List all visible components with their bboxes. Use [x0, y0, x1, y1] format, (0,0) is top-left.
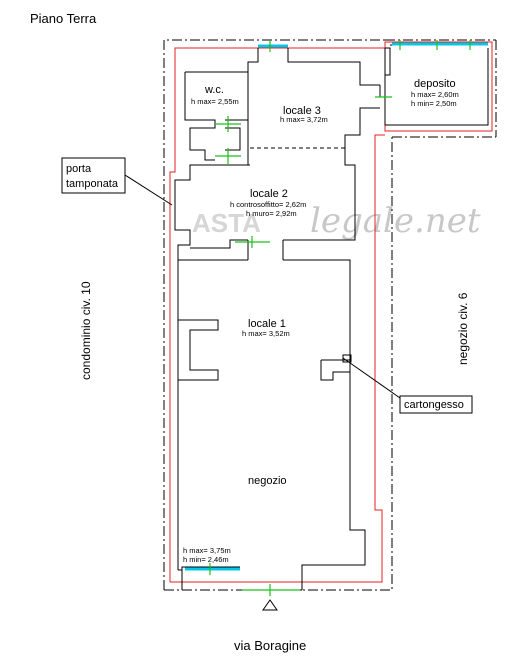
watermark-logo: ASTA [192, 208, 261, 238]
boundary-right [170, 134, 385, 583]
callout-lines [124, 174, 401, 399]
wall-locale3-door [379, 85, 385, 98]
wc-name: w.c. [204, 84, 224, 96]
windows [185, 42, 488, 571]
callout-porta-tamponata-box [61, 157, 126, 194]
deposito-name: deposito [414, 78, 456, 90]
deposito-hmax: h max= 2,60m [411, 90, 459, 99]
wall-locale1-right-top [283, 259, 351, 360]
wall-locale1-left [177, 259, 248, 570]
wall-negozio-right [301, 372, 366, 590]
walls [174, 44, 489, 591]
callout-porta-tamponata-leader [124, 174, 173, 206]
callout-porta-tamponata-line2: tamponata [66, 178, 119, 190]
lot-line-left-top [163, 39, 385, 590]
locale3-name: locale 3 [283, 105, 321, 117]
deposito-hmin: h min= 2,50m [411, 99, 457, 108]
wall-locale1-niche [178, 319, 219, 381]
wc-hmax: h max= 2,55m [191, 97, 239, 106]
wall-cartongesso-pier [320, 359, 351, 381]
watermark: ASTA legale.net [192, 201, 481, 241]
callout-porta-tamponata-line1: porta [66, 163, 92, 175]
locale2-hcontrosoffitto: h controsoffitto= 2,62m [230, 200, 306, 209]
callout-cartongesso-text: cartongesso [404, 399, 464, 411]
wall-negozio-bottom-left [181, 566, 240, 590]
callout-cartongesso-box [399, 395, 473, 414]
lot-lines [163, 39, 497, 591]
right-neighbor-label: negozio civ. 6 [456, 292, 470, 365]
wall-locale2-left [174, 164, 250, 260]
callout-cartongesso-leader [342, 357, 401, 399]
window-ticks [209, 40, 471, 575]
page-title: Piano Terra [30, 11, 97, 26]
locale3-hmax: h max= 3,72m [280, 115, 328, 124]
left-neighbor-label: condominio civ. 10 [79, 281, 93, 380]
negozio-hmin: h min= 2,46m [183, 555, 229, 564]
street-label: via Boragine [234, 638, 306, 653]
wall-deposito-pier [385, 47, 391, 76]
wall-locale2-right [283, 148, 356, 241]
watermark-text: legale.net [310, 201, 481, 241]
doors [215, 96, 392, 596]
wall-deposito [384, 48, 489, 126]
locale2-hmuro: h muro= 2,92m [246, 209, 297, 218]
property-boundary [169, 41, 493, 583]
negozio-name: negozio [248, 475, 287, 487]
negozio-hmax: h max= 3,75m [183, 546, 231, 555]
locale1-hmax: h max= 3,52m [242, 329, 290, 338]
wall-locale2-bottom-left [190, 239, 248, 249]
wall-locale3-right [344, 107, 380, 148]
locale1-name: locale 1 [248, 318, 286, 330]
locale2-name: locale 2 [250, 188, 288, 200]
entrance-arrow-icon [262, 599, 278, 611]
wall-wc-left [184, 72, 216, 161]
wall-locale3-top-right [287, 48, 380, 86]
labels: Piano Terra w.c. h max= 2,55m locale 3 h… [30, 11, 470, 653]
wall-wc-passage [225, 127, 241, 151]
wall-locale3-top-left [247, 48, 259, 72]
boundary-main [169, 47, 385, 582]
